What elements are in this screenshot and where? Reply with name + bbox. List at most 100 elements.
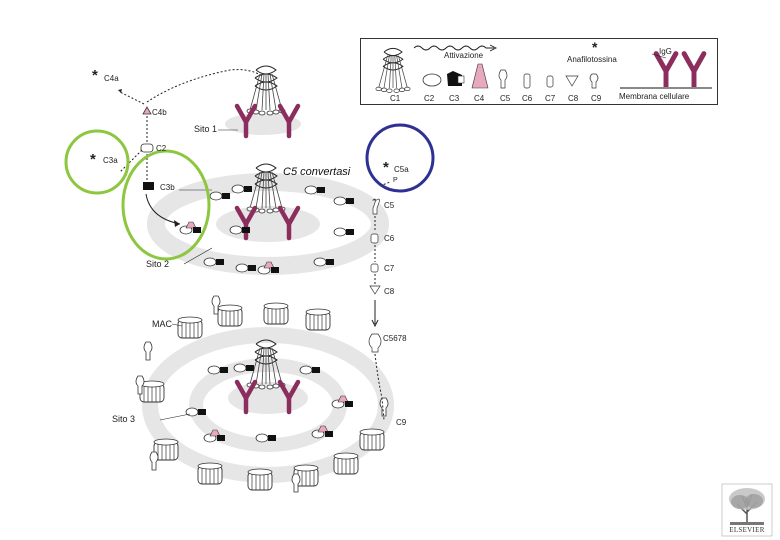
- cascade-label-c6: C6: [384, 234, 395, 243]
- mac-pore-icon: [217, 304, 243, 327]
- mac-pore-icon: [305, 308, 331, 331]
- c5678-stick-icon: [149, 451, 159, 471]
- mac-pore-icon: [197, 462, 223, 485]
- c2-fragment-icon: [140, 143, 154, 153]
- c5-component-icon: [372, 198, 380, 215]
- elsevier-logo-text: ELSEVIER: [729, 526, 765, 534]
- legend-c4-label: C4: [474, 94, 485, 103]
- c3b-cluster-icon: [333, 227, 355, 237]
- c3b-cluster-icon: [229, 225, 251, 235]
- cascade-label-c9: C9: [396, 418, 407, 427]
- legend-c4-icon: [471, 63, 489, 89]
- legend-c6-icon: [523, 73, 531, 89]
- cascade-label-c7: C7: [384, 264, 395, 273]
- c5a-label: C5a: [394, 165, 409, 174]
- legend-c8-label: C8: [568, 94, 579, 103]
- legend-c7-label: C7: [545, 94, 556, 103]
- cascade-label-c5678: C5678: [383, 334, 407, 343]
- site-1-label: Sito 1: [194, 124, 218, 134]
- c3b-cluster-icon: [299, 365, 321, 375]
- c4a-release-arrow: [119, 91, 145, 105]
- mac-label: MAC: [152, 319, 172, 329]
- c3b-cluster-icon: [209, 191, 231, 201]
- c5678-stick-icon: [291, 473, 301, 493]
- legend-box: Attivazione Anafilotossina IgG Membrana …: [360, 38, 718, 105]
- c4b-label: C4b: [152, 108, 167, 117]
- c3b-cluster-icon: [185, 407, 207, 417]
- anaphylatoxin-asterisk-icon: *: [383, 159, 389, 176]
- mac-pore-icon: [177, 316, 203, 339]
- legend-asterisk-icon: *: [592, 39, 598, 55]
- legend-anaphylatoxin-label: Anafilotossina: [567, 55, 617, 64]
- c3b-cluster-icon: [233, 363, 255, 373]
- mac-pore-icon: [333, 452, 359, 475]
- site-3-label: Sito 3: [112, 414, 136, 424]
- anaphylatoxin-asterisk-icon: *: [90, 151, 96, 168]
- cascade-arrow: [374, 353, 385, 421]
- legend-igg-label: IgG: [659, 47, 672, 56]
- c3b-fragment-icon: [143, 182, 154, 190]
- legend-activation-arrow: [413, 45, 494, 51]
- c3b-cluster-icon: [304, 185, 326, 195]
- c5a-sub-label: P: [393, 177, 398, 184]
- cascade-label-c5: C5: [384, 201, 395, 210]
- site-2: [147, 163, 389, 275]
- c3b-highlight-circle: [121, 149, 211, 261]
- legend-c3-icon: [447, 71, 465, 86]
- arrowhead: [489, 44, 498, 52]
- legend-c5-label: C5: [500, 94, 511, 103]
- c3b-cluster-icon: [333, 196, 355, 206]
- c3b-label: C3b: [160, 183, 175, 192]
- legend-c2-icon: [422, 73, 442, 87]
- arrowhead: [371, 319, 379, 328]
- c3a-highlight-circle: [64, 129, 130, 195]
- legend-c3-label: C3: [449, 94, 460, 103]
- mac-pore-icon: [247, 468, 273, 491]
- c5a-highlight-circle: [365, 123, 435, 193]
- site-3-pointer-line: [159, 413, 191, 421]
- c8-component-icon: [369, 285, 381, 295]
- c2-label: C2: [156, 144, 167, 153]
- site-3: [135, 295, 394, 493]
- legend-igg-pointer-line: [651, 53, 667, 59]
- site-1: [225, 65, 301, 136]
- legend-graphics: *: [375, 39, 712, 93]
- site-2-pointer-line: [183, 247, 213, 265]
- elsevier-logo: ELSEVIER: [722, 484, 772, 536]
- c3a-label: C3a: [103, 156, 118, 165]
- c5678-stick-icon: [143, 341, 153, 361]
- c4a-label: C4a: [104, 74, 119, 83]
- legend-c1-label: C1: [390, 94, 401, 103]
- cascade-label-c8: C8: [384, 287, 395, 296]
- legend-activation-label: Attivazione: [444, 51, 484, 60]
- legend-membrane-label: Membrana cellulare: [619, 92, 690, 101]
- c3a-release-arrow: [119, 149, 143, 173]
- arrowhead: [174, 220, 180, 227]
- site-2-label: Sito 2: [146, 259, 170, 269]
- legend-c9-icon: [589, 73, 599, 89]
- legend-c6-label: C6: [522, 94, 533, 103]
- legend-c5-icon: [498, 69, 508, 89]
- legend-c7-icon: [546, 75, 554, 88]
- legend-c9-label: C9: [591, 94, 602, 103]
- legend-c8-icon: [565, 75, 579, 87]
- c3b-cluster-icon: [207, 365, 229, 375]
- arrowhead: [118, 89, 122, 93]
- c6-component-icon: [370, 233, 379, 244]
- c3b-cluster-icon: [231, 184, 253, 194]
- mac-pointer-line: [171, 323, 183, 327]
- c3b-cluster-icon: [255, 433, 277, 443]
- c5678-component-icon: [368, 333, 382, 353]
- mac-pore-icon: [359, 428, 385, 451]
- c4b-fragment-icon: [142, 106, 152, 115]
- legend-c2-label: C2: [424, 94, 435, 103]
- anaphylatoxin-asterisk-icon: *: [92, 67, 98, 84]
- c3b-cluster-icon: [235, 263, 257, 273]
- c7-component-icon: [370, 263, 379, 273]
- activation-arrow: [146, 69, 263, 103]
- terminal-pathway-cascade: [368, 181, 391, 421]
- mac-pore-icon: [263, 302, 289, 325]
- elsevier-tree-logo-icon: [721, 483, 773, 537]
